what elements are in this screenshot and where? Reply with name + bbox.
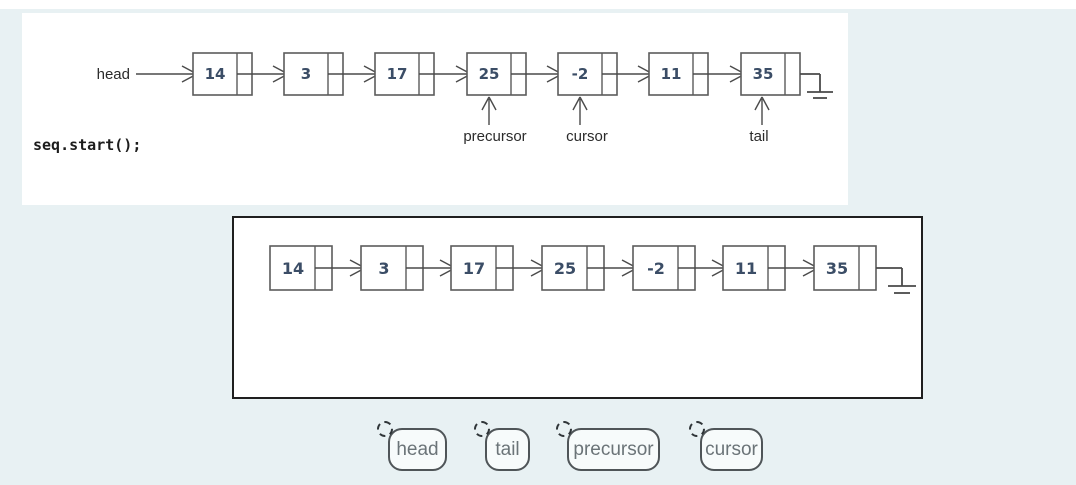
list-node: 25 (541, 245, 605, 291)
linked-list-answer-diagram: 14 3 17 (269, 245, 916, 294)
chip-label: tail (495, 438, 520, 460)
node-box (557, 52, 618, 96)
node-value: 11 (661, 65, 682, 83)
node-box (722, 245, 786, 291)
null-terminator-icon (800, 73, 833, 99)
node-value: 35 (753, 65, 774, 83)
up-arrow-icon (572, 96, 588, 125)
node-box (813, 245, 877, 291)
drag-chip-precursor[interactable]: precursor (556, 421, 660, 471)
node-value: 11 (735, 259, 757, 278)
drag-chip-cursor[interactable]: cursor (689, 421, 763, 471)
head-label: head (97, 66, 130, 83)
cursor-label: cursor (566, 128, 608, 145)
drag-handle-icon[interactable] (377, 421, 393, 437)
tail-label: tail (749, 128, 768, 145)
tail-pointer: tail (749, 96, 770, 145)
drag-chip-tail[interactable]: tail (474, 421, 530, 471)
node-value: 14 (205, 65, 226, 83)
node-value: 25 (554, 259, 576, 278)
up-arrow-icon (754, 96, 770, 125)
node-value: 25 (479, 65, 500, 83)
node-value: -2 (647, 259, 665, 278)
example-diagram-panel: head 14 3 (22, 13, 848, 205)
node-value: 35 (826, 259, 848, 278)
drag-handle-icon[interactable] (474, 421, 490, 437)
node-box (466, 52, 527, 96)
node-value: 3 (301, 65, 311, 83)
code-statement: seq.start(); (33, 136, 141, 154)
drag-chip-head[interactable]: head (377, 421, 447, 471)
chip-label: head (396, 438, 439, 460)
head-pointer-arrow (136, 65, 198, 83)
linked-list-before-diagram: head 14 3 (33, 52, 833, 154)
node-value: 3 (378, 259, 389, 278)
drag-handle-icon[interactable] (689, 421, 705, 437)
node-box (740, 52, 801, 96)
list-node: -2 (557, 52, 618, 96)
precursor-label: precursor (463, 128, 526, 145)
head-pointer: head (97, 66, 130, 83)
list-node: 11 (722, 245, 786, 291)
null-terminator-icon (876, 267, 916, 294)
drag-handle-icon[interactable] (556, 421, 572, 437)
list-node: 25 (466, 52, 527, 96)
node-value: -2 (572, 65, 589, 83)
up-arrow-icon (481, 96, 497, 125)
chip-label: cursor (705, 438, 758, 460)
node-value: 17 (463, 259, 485, 278)
list-node: 35 (813, 245, 877, 291)
list-node: 35 (740, 52, 801, 96)
top-white-strip (0, 0, 1076, 9)
node-value: 14 (282, 259, 304, 278)
answer-drop-area[interactable]: 14 3 17 (232, 216, 923, 399)
chip-label: precursor (573, 438, 654, 460)
node-value: 17 (387, 65, 408, 83)
cursor-pointer: cursor (566, 96, 608, 145)
precursor-pointer: precursor (463, 96, 527, 145)
